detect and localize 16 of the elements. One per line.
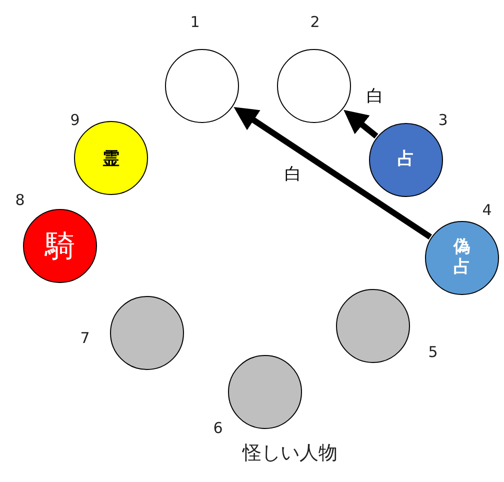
seat-number: 9 (70, 111, 80, 129)
seat-number: 7 (80, 329, 90, 347)
group-label: 怪しい人物 (242, 441, 338, 466)
seat-number: 1 (190, 13, 200, 31)
seat-number: 6 (213, 419, 223, 437)
role-label: 騎 (45, 228, 75, 266)
seat-number: 5 (428, 343, 438, 361)
seat-number: 2 (310, 13, 320, 31)
seat-number: 4 (482, 201, 492, 219)
role-label: 偽占 (454, 238, 470, 278)
role-label: 占 (398, 150, 414, 170)
seat-number: 3 (438, 111, 448, 129)
arrow (344, 110, 378, 139)
role-label: 霊 (102, 148, 120, 170)
seat-number: 8 (15, 191, 25, 209)
arrow (234, 106, 432, 240)
